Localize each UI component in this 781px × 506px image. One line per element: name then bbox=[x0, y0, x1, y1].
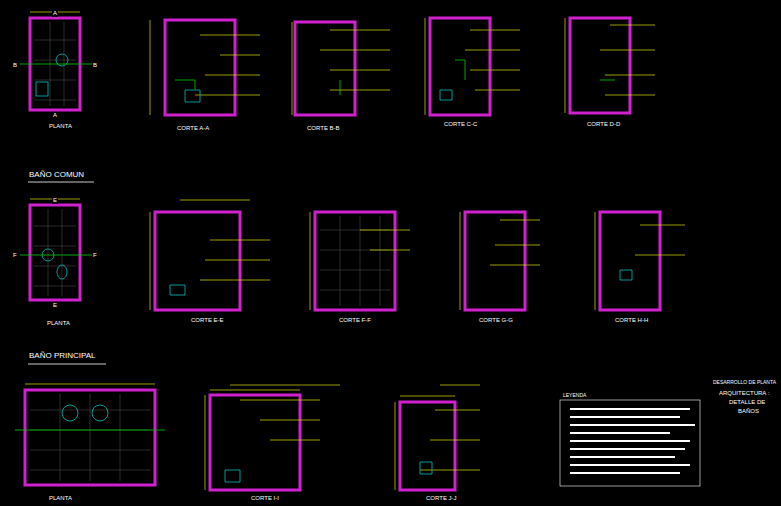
section-marker: E bbox=[52, 302, 58, 309]
view-title: LEYENDA bbox=[562, 393, 587, 399]
view-title: PLANTA bbox=[48, 495, 73, 502]
view-title: CORTE H-H bbox=[614, 317, 649, 324]
view-title: CORTE F-F bbox=[338, 317, 372, 324]
section-marker: B bbox=[92, 62, 98, 69]
section-marker: F bbox=[92, 252, 98, 259]
view-title: ARQUITECTURA : bbox=[718, 390, 770, 397]
view-title: DESARROLLO DE PLANTA bbox=[712, 380, 777, 386]
view-title: CORTE G-G bbox=[478, 317, 514, 324]
view-title: CORTE C-C bbox=[443, 121, 478, 128]
section-marker: F bbox=[12, 252, 18, 259]
view-title: DETALLE DE bbox=[728, 399, 766, 406]
group-heading: BAÑO PRINCIPAL bbox=[28, 352, 97, 361]
view-title: PLANTA bbox=[48, 123, 73, 130]
view-title: CORTE I-I bbox=[250, 495, 280, 502]
section-marker: E bbox=[52, 197, 58, 204]
section-marker: A bbox=[52, 112, 58, 119]
view-title: PLANTA bbox=[46, 320, 71, 327]
view-title: CORTE A-A bbox=[176, 125, 210, 132]
section-marker: A bbox=[52, 10, 58, 17]
view-title: CORTE D-D bbox=[586, 121, 621, 128]
view-title: BAÑOS bbox=[737, 408, 760, 415]
section-marker: B bbox=[12, 62, 18, 69]
group-heading: BAÑO COMUN bbox=[28, 171, 85, 180]
view-title: CORTE B-B bbox=[306, 125, 341, 132]
view-title: CORTE J-J bbox=[425, 495, 458, 502]
view-title: CORTE E-E bbox=[190, 317, 225, 324]
